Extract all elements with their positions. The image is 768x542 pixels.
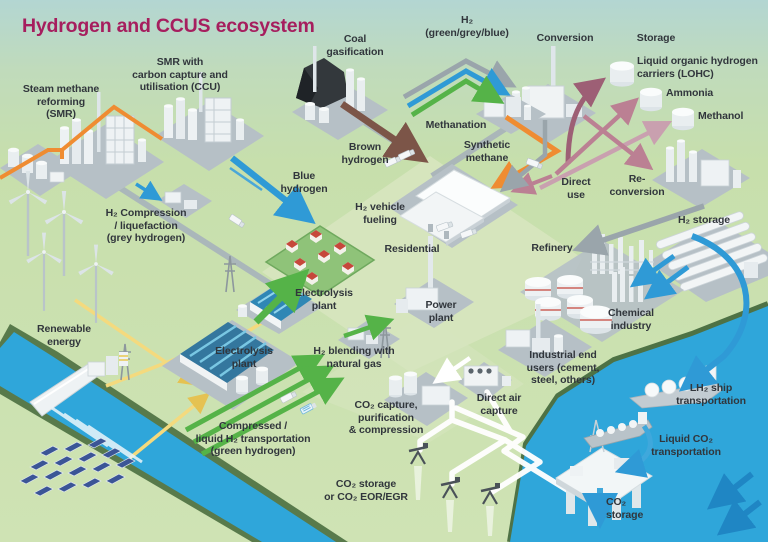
label-ammonia: Ammonia xyxy=(666,87,714,99)
trucks xyxy=(228,147,544,415)
label-electrolysis-upper: Electrolysis plant xyxy=(295,287,353,312)
label-brown-hydrogen: Brown hydrogen xyxy=(341,141,389,166)
co2-injection-wells xyxy=(407,441,502,536)
flow-sea-chevron-2 xyxy=(716,499,762,536)
coal-gasification-plant xyxy=(292,46,388,140)
label-methanation: Methanation xyxy=(425,119,487,131)
label-co2-capture: CO₂ capture, purification & compression xyxy=(348,399,424,437)
smr-ccu-plant xyxy=(155,72,264,192)
flow-green-transport-1 xyxy=(184,354,325,433)
methanation-plant xyxy=(476,94,546,134)
label-chemical-industry: Chemical industry xyxy=(608,307,654,332)
electrolysis-plant-lower xyxy=(162,320,300,410)
label-electrolysis-lower: Electrolysis plant xyxy=(215,345,273,370)
flow-co2-to-capture xyxy=(432,356,472,384)
label-coal-gasification: Coal gasification xyxy=(326,33,384,58)
label-lohc: Liquid organic hydrogen carriers (LOHC) xyxy=(637,55,758,80)
flow-h2storage-chem-2 xyxy=(643,264,690,300)
flow-smr-compression xyxy=(135,180,163,201)
flow-blue-hydrogen xyxy=(229,155,316,225)
co2-ship xyxy=(583,412,653,449)
storage-tank-methanol xyxy=(672,107,694,131)
flow-sea-chevron-1 xyxy=(706,471,754,510)
label-co2-storage-offshore: CO₂ storage xyxy=(606,496,644,521)
gas-terminal xyxy=(0,144,80,196)
label-smr-ccu: SMR with carbon capture and utilisation … xyxy=(132,56,228,94)
flow-to-ammonia xyxy=(554,97,639,176)
label-smr: Steam methane reforming (SMR) xyxy=(22,83,100,121)
co2-pipelines xyxy=(417,389,575,496)
diagram-title: Hydrogen and CCUS ecosystem xyxy=(22,15,315,37)
label-conversion: Conversion xyxy=(536,32,594,44)
flow-to-reconversion xyxy=(582,114,654,171)
flow-natural-gas-pipeline xyxy=(0,148,64,180)
label-industrial-end-users: Industrial end users (cement, steel, oth… xyxy=(526,349,600,387)
label-compressed-h2: Compressed / liquid H₂ transportation (g… xyxy=(195,420,311,458)
dac-plant xyxy=(458,362,512,401)
reconversion-plant xyxy=(652,139,750,208)
flow-green-to-residential xyxy=(253,268,310,325)
flow-green-to-powerplant xyxy=(343,314,395,341)
label-h2-compression: H₂ Compression / liquefaction (grey hydr… xyxy=(105,207,187,245)
flow-green-transport-3 xyxy=(200,377,345,457)
refinery-tanks xyxy=(525,275,593,321)
label-blue-hydrogen: Blue hydrogen xyxy=(280,170,328,195)
label-direct-use: Direct use xyxy=(561,176,591,201)
flow-green-transport-2 xyxy=(192,365,335,445)
industrial-plant xyxy=(498,304,592,377)
label-residential: Residential xyxy=(384,243,440,255)
label-h2-storage: H₂ storage xyxy=(677,214,731,226)
storage-tank-ammonia xyxy=(640,87,662,112)
flow-to-methanol xyxy=(538,120,673,191)
label-methanol: Methanol xyxy=(698,110,744,122)
flow-h2storage-to-ship xyxy=(678,233,750,392)
label-h2-vehicle-fueling: H₂ vehicle fueling xyxy=(355,201,405,226)
flow-natural-gas-branch xyxy=(60,104,164,152)
hydro-dam xyxy=(29,352,143,464)
flow-brown-hydrogen xyxy=(340,101,429,163)
flow-liquid-co2-route xyxy=(614,424,653,478)
label-power-plant: Power plant xyxy=(425,299,457,324)
fueling-station xyxy=(388,164,518,248)
label-direct-air-capture: Direct air capture xyxy=(476,392,522,417)
label-h2-blending: H₂ blending with natural gas xyxy=(313,345,395,370)
label-co2-storage-eor: CO₂ storage or CO₂ EOR/EGR xyxy=(324,478,408,503)
flow-reconversion-out xyxy=(572,203,705,256)
label-renewable-energy: Renewable energy xyxy=(37,323,91,348)
flow-to-lohc xyxy=(565,77,606,165)
h2-storage-tanks xyxy=(648,211,768,302)
storage-tank-lohc xyxy=(610,61,634,87)
smr-plant xyxy=(48,92,164,199)
flow-h2-green xyxy=(410,75,505,118)
compression-station xyxy=(158,184,212,218)
co2-capture-plant xyxy=(384,371,468,426)
label-synthetic-methane: Synthetic methane xyxy=(463,139,511,164)
label-lh2-ship: LH₂ ship transportation xyxy=(676,382,746,407)
label-h2-green-grey-blue: H₂ (green/grey/blue) xyxy=(425,14,509,39)
power-plant xyxy=(394,236,474,328)
flow-h2storage-chem-1 xyxy=(629,253,676,288)
flow-arrows xyxy=(0,58,762,536)
flow-direct-use xyxy=(499,120,548,193)
label-liquid-co2: Liquid CO₂ transportation xyxy=(651,433,721,458)
label-refinery: Refinery xyxy=(531,242,573,254)
label-re-conversion: Re- conversion xyxy=(609,173,665,198)
label-storage: Storage xyxy=(636,32,676,44)
